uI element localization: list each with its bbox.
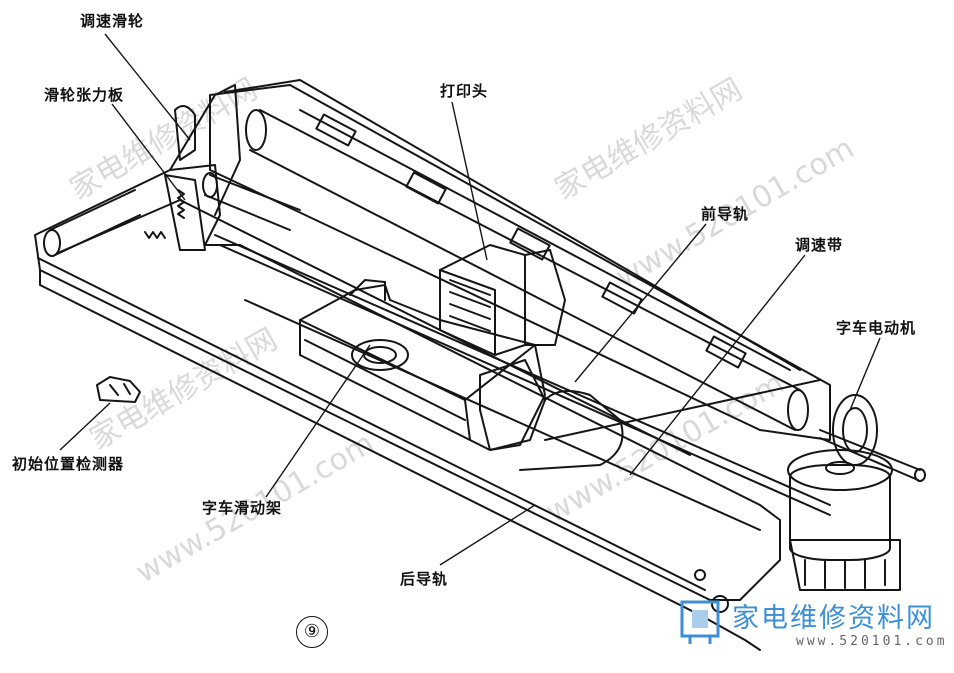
leader-pulley: [104, 33, 191, 141]
label-rear-rail: 后导轨: [400, 570, 449, 588]
base-frame-lip: [37, 257, 706, 591]
carriage-body: [299, 284, 546, 451]
left-roller: [49, 189, 141, 256]
front-rail-shaft: [214, 234, 831, 506]
print-head-bracket: [524, 249, 566, 346]
label-motor: 字车电动机: [836, 319, 917, 337]
pulley-lever: [174, 105, 196, 161]
base-frame-lower-edge: [39, 269, 761, 651]
motor-pulley: [832, 394, 878, 466]
carriage-side: [304, 339, 471, 441]
logo-title: 家电维修资料网: [732, 603, 935, 634]
leader-home-sensor: [59, 402, 111, 451]
platen-roller-bottom: [249, 149, 796, 431]
foot-screw-2: [694, 569, 706, 581]
motor-pulley-inner: [842, 407, 868, 453]
logo-url: www.520101.com: [796, 634, 948, 649]
pinch-roller-2: [405, 171, 447, 205]
spring-2: [144, 231, 166, 239]
tension-plate: [164, 174, 206, 251]
platen-roller-right-end: [787, 389, 809, 431]
motor-top: [787, 449, 893, 491]
platen-roller-end: [245, 109, 267, 151]
back-plate-top-edge: [224, 79, 801, 371]
leader-belt: [629, 254, 806, 476]
paper-roller-top: [204, 174, 301, 231]
left-roller-end: [43, 229, 61, 257]
site-logo: 家电维修资料网 www.520101.com: [678, 592, 950, 662]
carriage-right-block: [479, 359, 546, 451]
left-side-plate: [169, 84, 241, 216]
carriage-hole: [351, 339, 409, 371]
motor-fins: [804, 559, 886, 589]
pinch-roller-shaft: [299, 109, 791, 371]
figure-number: ⑨: [296, 616, 328, 648]
base-frame: [34, 164, 781, 601]
carriage-bracket: [349, 279, 386, 301]
leader-front-rail: [574, 223, 707, 383]
leader-motor: [849, 337, 881, 411]
logo-mark-icon: [680, 600, 720, 644]
paper-roller-end: [202, 172, 218, 198]
foot-screw-1: [711, 595, 729, 613]
home-sensor-body: [96, 376, 141, 403]
motor-shaft-end: [914, 468, 926, 482]
label-print-head: 打印头: [440, 82, 489, 100]
motor-hub: [825, 461, 855, 475]
motor-base: [789, 539, 901, 591]
label-front-rail: 前导轨: [701, 205, 750, 223]
pinch-roller-3: [509, 227, 551, 261]
timing-belt: [519, 390, 624, 471]
front-rail-shaft-2: [219, 244, 831, 516]
motor-body: [789, 464, 891, 561]
leader-rear-rail: [439, 504, 536, 566]
label-pulley: 调速滑轮: [80, 12, 145, 30]
print-head-fins: [449, 279, 491, 332]
home-sensor-slot: [109, 383, 131, 396]
label-carriage: 字车滑动架: [202, 499, 283, 517]
leader-print-head: [451, 101, 488, 261]
label-home-sensor: 初始位置检测器: [12, 455, 125, 473]
motor-shaft: [819, 429, 921, 481]
label-belt: 调速带: [795, 236, 844, 254]
spring: [177, 189, 185, 219]
back-plate: [209, 84, 831, 441]
leader-carriage: [265, 344, 371, 498]
pinch-roller-1: [315, 113, 357, 147]
rear-rail: [244, 299, 761, 531]
leader-pulley-plate: [111, 103, 186, 201]
label-pulley-plate: 滑轮张力板: [44, 86, 125, 104]
print-head-front: [439, 269, 496, 356]
